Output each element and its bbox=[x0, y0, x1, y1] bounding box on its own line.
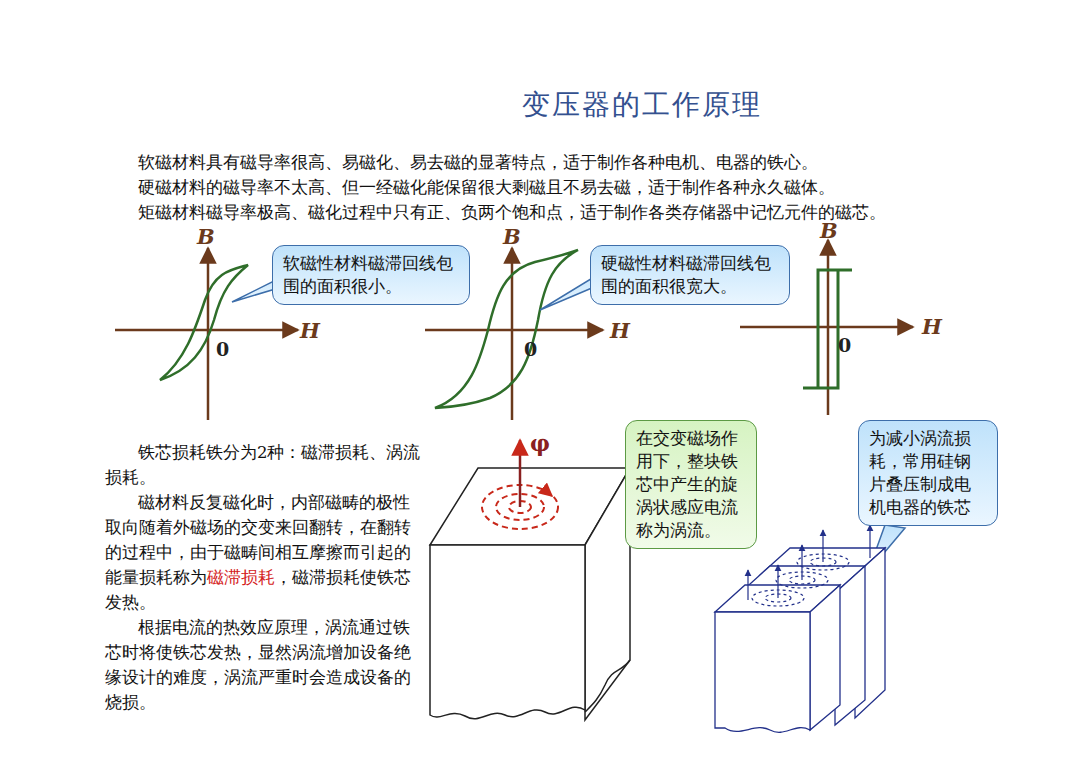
axis-label: H bbox=[922, 314, 942, 339]
axis-label: 0 bbox=[838, 334, 851, 356]
lamination-flux bbox=[748, 525, 870, 600]
soft-hysteresis-graph bbox=[115, 248, 298, 420]
callout-bubble: 软磁性材料磁滞回线包围的面积很小。 bbox=[272, 245, 470, 305]
callout-text: 在交变磁场作用下，整块铁芯中产生的旋涡状感应电流称为涡流。 bbox=[636, 427, 746, 542]
axis-label: H bbox=[610, 318, 630, 343]
callout-text: 硬磁性材料磁滞回线包围的面积很宽大。 bbox=[601, 252, 779, 298]
axis-label: 0 bbox=[216, 338, 229, 360]
laminated-core bbox=[715, 548, 885, 732]
highlight-term: 磁滞损耗 bbox=[207, 568, 275, 587]
axis-label: B bbox=[197, 224, 215, 249]
callout-text: 软磁性材料磁滞回线包围的面积很小。 bbox=[283, 252, 459, 298]
loss-paragraph: 磁材料反复磁化时，内部磁畴的极性取向随着外磁场的交变来回翻转，在翻转的过程中，由… bbox=[105, 490, 423, 615]
flux-arrow bbox=[519, 440, 522, 507]
callout-bubble: 在交变磁场作用下，整块铁芯中产生的旋涡状感应电流称为涡流。 bbox=[625, 420, 757, 549]
intro-text: 软磁材料具有磁导率很高、易磁化、易去磁的显著特点，适于制作各种电机、电器的铁心。… bbox=[105, 150, 985, 225]
page-title: 变压器的工作原理 bbox=[522, 86, 762, 124]
callout-text: 为减小涡流损耗，常用硅钢片叠压制成电机电器的铁芯 bbox=[869, 427, 987, 519]
loss-text-span: 铁芯损耗铁分为2种：磁滞损耗、涡流损耗。 bbox=[105, 443, 421, 487]
axis-label: H bbox=[300, 318, 320, 343]
callout-bubble: 硬磁性材料磁滞回线包围的面积很宽大。 bbox=[590, 245, 790, 305]
axis-label: B bbox=[503, 224, 521, 249]
solid-iron-core bbox=[430, 468, 630, 720]
loss-text-span: 根据电流的热效应原理，涡流通过铁芯时将使铁芯发热，显然涡流增加设备绝缘设计的难度… bbox=[105, 618, 411, 712]
loss-paragraph: 铁芯损耗铁分为2种：磁滞损耗、涡流损耗。 bbox=[105, 440, 423, 490]
callout-bubble: 为减小涡流损耗，常用硅钢片叠压制成电机电器的铁芯 bbox=[858, 420, 998, 526]
intro-paragraph: 硬磁材料的磁导率不太高、但一经磁化能保留很大剩磁且不易去磁，适于制作各种永久磁体… bbox=[105, 175, 985, 200]
loss-text: 铁芯损耗铁分为2种：磁滞损耗、涡流损耗。磁材料反复磁化时，内部磁畴的极性取向随着… bbox=[105, 440, 423, 715]
axis-label: B bbox=[820, 218, 838, 243]
flux-symbol: φ bbox=[530, 430, 550, 456]
intro-paragraph: 软磁材料具有磁导率很高、易磁化、易去磁的显著特点，适于制作各种电机、电器的铁心。 bbox=[105, 150, 985, 175]
loss-paragraph: 根据电流的热效应原理，涡流通过铁芯时将使铁芯发热，显然涡流增加设备绝缘设计的难度… bbox=[105, 615, 423, 715]
intro-paragraph: 矩磁材料磁导率极高、磁化过程中只有正、负两个饱和点，适于制作各类存储器中记忆元件… bbox=[105, 200, 985, 225]
lamination-eddy bbox=[752, 554, 849, 606]
axis-label: 0 bbox=[524, 338, 537, 360]
